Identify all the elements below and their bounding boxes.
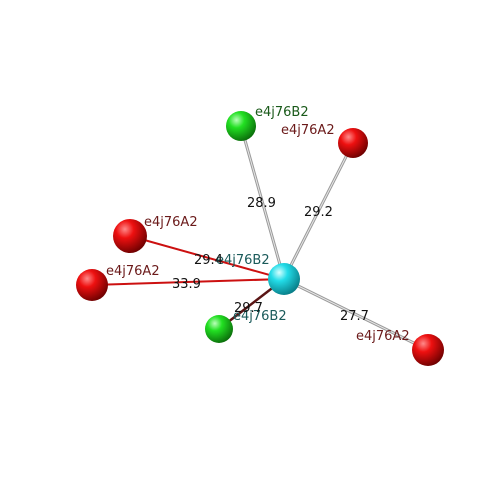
label-n2: e4j76A2 xyxy=(281,123,335,138)
label-layer: e4j76B2 e4j76A2 e4j76A2 e4j76A2 e4j76B2 … xyxy=(106,105,410,344)
sphere-n3 xyxy=(113,219,147,253)
sphere-n6 xyxy=(412,334,444,366)
sphere-n4 xyxy=(76,269,108,301)
label-n1: e4j76B2 xyxy=(255,105,309,120)
bond-n1 xyxy=(239,125,286,280)
sphere-n2 xyxy=(338,128,368,158)
bond-n2 xyxy=(282,142,355,280)
distance-n5: 29.7 xyxy=(234,301,263,316)
distance-n2: 29.2 xyxy=(304,205,333,220)
sphere-n5 xyxy=(205,315,233,343)
sphere-n1 xyxy=(226,111,256,141)
distance-n4: 33.9 xyxy=(172,277,201,292)
label-n6: e4j76A2 xyxy=(356,329,410,344)
label-n4: e4j76A2 xyxy=(106,264,160,279)
distance-n3: 29.4 xyxy=(194,253,223,268)
label-n5: e4j76B2 xyxy=(233,309,287,324)
distance-n6: 27.7 xyxy=(340,309,369,324)
sphere-center xyxy=(268,263,300,295)
sphere-layer xyxy=(76,111,444,366)
bond-n6 xyxy=(283,277,429,352)
bond-n3 xyxy=(129,235,285,280)
distance-n1: 28.9 xyxy=(247,196,276,211)
bond-n4 xyxy=(91,278,285,286)
label-n3: e4j76A2 xyxy=(144,215,198,230)
distance-layer: 28.9 29.2 29.4 33.9 29.7 27.7 xyxy=(172,196,369,324)
label-center: e4j76B2 xyxy=(216,253,270,268)
